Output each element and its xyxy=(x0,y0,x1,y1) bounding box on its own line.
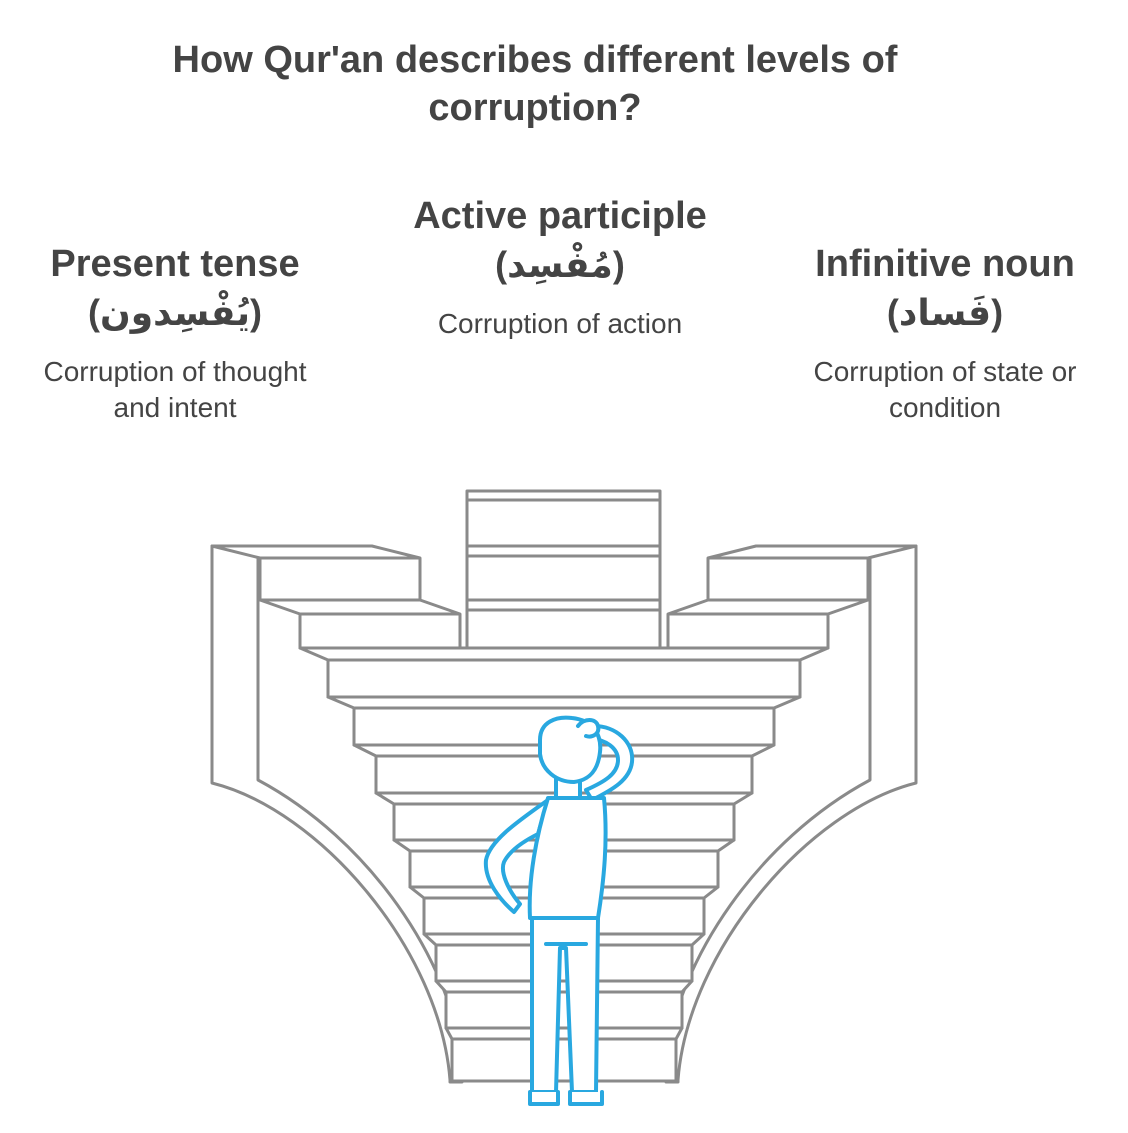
infinitive-noun-arabic: (فَساد) xyxy=(886,292,1004,333)
step-3 xyxy=(298,646,830,699)
column-present-tense: Present tense (يُفْسِدون) Corruption of … xyxy=(20,240,330,426)
infinitive-noun-description: Corruption of state or condition xyxy=(813,356,1077,423)
right-step-2 xyxy=(666,598,870,650)
step-11 xyxy=(444,1026,684,1083)
active-participle-arabic: (مُفْسِد) xyxy=(495,244,625,285)
column-infinitive-noun: Infinitive noun (فَساد) Corruption of st… xyxy=(790,240,1100,426)
present-tense-arabic: (يُفْسِدون) xyxy=(88,292,262,333)
active-participle-heading: Active participle xyxy=(413,195,707,237)
thinking-person-icon xyxy=(483,715,635,1106)
left-step-2 xyxy=(258,598,462,650)
column-active-participle: Active participle (مُفْسِد) Corruption o… xyxy=(400,192,720,342)
infinitive-noun-heading: Infinitive noun xyxy=(815,243,1075,285)
active-participle-description: Corruption of action xyxy=(437,308,683,339)
center-tower xyxy=(465,489,662,650)
page-title: How Qur'an describes different levels of… xyxy=(172,39,898,129)
present-tense-heading: Present tense xyxy=(50,243,300,285)
step-10 xyxy=(434,979,694,1030)
present-tense-description: Corruption of thought and intent xyxy=(43,356,307,423)
